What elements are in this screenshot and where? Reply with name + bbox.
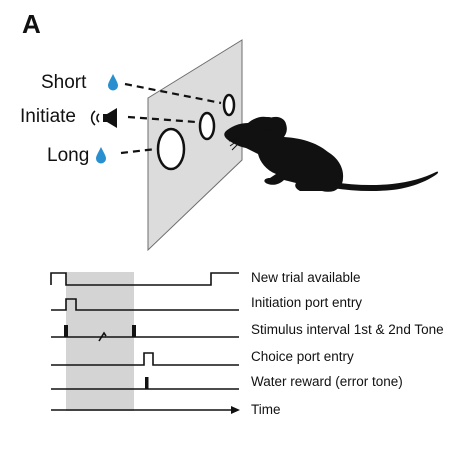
trace-label-initiation: Initiation port entry — [251, 295, 362, 310]
short-port-hole — [222, 93, 236, 117]
time-axis — [51, 406, 240, 414]
initiation-port-entry-trace — [51, 298, 239, 311]
long-port-hole — [156, 127, 186, 171]
interval-break-mark — [98, 331, 107, 342]
port-guide-lines — [120, 82, 222, 155]
short-guide-line — [124, 82, 222, 105]
initiation-port-hole — [198, 111, 216, 141]
stimulus-interval-shading — [66, 272, 134, 411]
second-tone-pulse — [132, 325, 136, 337]
long-guide-line — [120, 147, 157, 155]
time-axis-arrowhead — [231, 406, 240, 414]
initiate-port-label: Initiate — [20, 106, 76, 127]
water-drop-icon — [108, 74, 118, 91]
panel-letter: A — [22, 9, 41, 39]
long-port-label: Long — [47, 145, 89, 166]
rat-silhouette — [224, 116, 439, 192]
water-reward-pulse — [145, 377, 149, 389]
trace-label-stimulus: Stimulus interval 1st & 2nd Tone — [251, 322, 444, 337]
wall-panel — [147, 39, 243, 252]
choice-port-entry-trace — [51, 352, 239, 366]
time-axis-label: Time — [251, 402, 281, 417]
short-port-label: Short — [41, 72, 87, 93]
first-tone-pulse — [64, 325, 68, 337]
port-wall — [147, 39, 243, 252]
trace-label-water-reward: Water reward (error tone) — [251, 374, 403, 389]
trace-label-new-trial: New trial available — [251, 270, 361, 285]
new-trial-available-trace — [50, 272, 239, 286]
water-drop-icon — [96, 147, 106, 164]
trace-label-choice: Choice port entry — [251, 349, 354, 364]
speaker-icon — [90, 108, 117, 128]
